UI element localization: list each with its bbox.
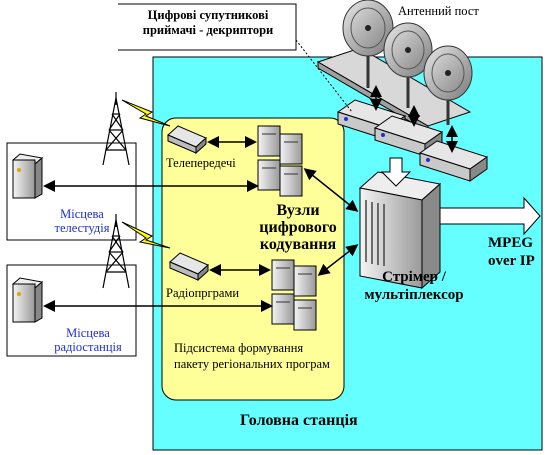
receiver-box-icon (169, 252, 209, 282)
mpeg-over-ip-label: MPEG over IP (488, 235, 535, 269)
radio-programs-label: Радіопрграми (166, 286, 240, 300)
receivers-to-streamer-arrow (380, 157, 412, 187)
radio-tower-icon (102, 214, 130, 289)
server-icon (257, 125, 303, 197)
regional-subsystem-label: Підсистема формування пакету регіональни… (174, 341, 330, 371)
lightning-icon (121, 221, 171, 249)
server-icon (11, 277, 44, 323)
server-icon (271, 259, 317, 331)
local-radio-station-label: Місцева радіостанція (54, 326, 122, 354)
receiver-box-icon (418, 140, 489, 182)
radio-coding-to-streamer-arrow (317, 244, 359, 276)
radio-tower-icon (102, 92, 130, 166)
streamer-mux-label: Стрімер / мультіплексор (364, 269, 464, 303)
tv-transmitters-label: Телепередечі (166, 156, 236, 170)
antenna-post-label: Антенний пост (398, 4, 479, 18)
head-station-label: Головна станція (240, 412, 358, 429)
server-icon (358, 171, 442, 290)
callout-bracket (118, 3, 297, 51)
satellite-dish-icon (342, 0, 394, 88)
coding-to-streamer-arrow (303, 168, 359, 212)
mpeg-output-arrow (439, 196, 541, 236)
server-icon (11, 153, 44, 199)
digital-coding-nodes-label: Вузли цифрового кодування (259, 202, 337, 253)
satellite-receivers-label: Цифрові супутникові приймачі - декриптор… (142, 8, 274, 37)
lightning-icon (121, 99, 171, 127)
local-tv-studio-label: Місцева телестудія (54, 207, 110, 235)
callout-leader (295, 39, 353, 113)
satellite-dish-icon (383, 22, 433, 108)
receiver-box-icon (167, 125, 207, 155)
satellite-dish-icon (423, 45, 473, 125)
